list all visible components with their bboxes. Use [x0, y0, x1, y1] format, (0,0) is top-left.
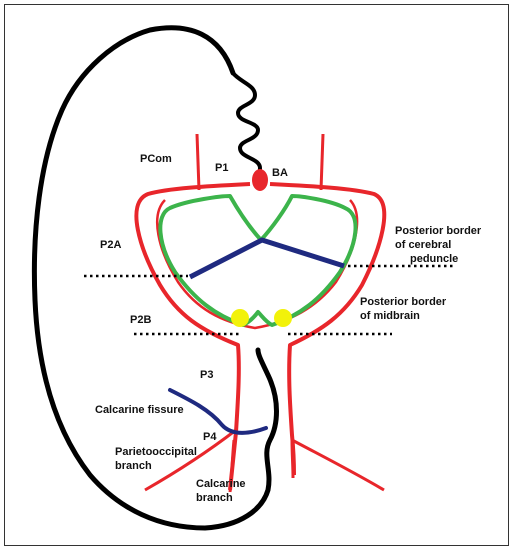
parietooccipital-branch [144, 428, 237, 492]
label-posterior-cerebral-peduncle-1: Posterior border [395, 225, 482, 237]
label-ba: BA [272, 167, 288, 179]
calcarine-branch-line [228, 439, 236, 493]
basilar-dot [252, 169, 268, 191]
squiggle-vessel [231, 71, 263, 180]
peduncle-line [188, 237, 345, 280]
pcom-left-branch [195, 133, 201, 191]
right-descending-branch [291, 438, 385, 492]
label-parietooccipital-1: Parietooccipital [115, 446, 197, 458]
label-p4: P4 [203, 431, 217, 443]
label-p2a: P2A [100, 239, 121, 251]
artery-outer-right [269, 182, 387, 476]
label-p2b: P2B [130, 314, 151, 326]
label-pcom: PCom [140, 153, 172, 165]
label-posterior-midbrain-1: Posterior border [360, 296, 447, 308]
yellow-dot-left [231, 309, 249, 327]
calcarine-fissure-line [168, 388, 268, 435]
artery-inner [156, 199, 359, 330]
label-calcarine-branch-1: Calcarine [196, 478, 246, 490]
brainstem-outline [158, 194, 358, 327]
label-posterior-cerebral-peduncle-2: of cerebral [395, 239, 451, 251]
label-p1: P1 [215, 162, 228, 174]
label-posterior-midbrain-2: of midbrain [360, 310, 420, 322]
label-calcarine-fissure: Calcarine fissure [95, 404, 184, 416]
right-vertical-branch [290, 439, 295, 479]
label-parietooccipital-2: branch [115, 460, 152, 472]
hemisphere-outline [31, 25, 279, 531]
label-p3: P3 [200, 369, 213, 381]
yellow-dot-right [274, 309, 292, 327]
label-posterior-cerebral-peduncle-3: peduncle [410, 253, 458, 265]
label-calcarine-branch-2: branch [196, 492, 233, 504]
pcom-right-branch [319, 133, 325, 191]
